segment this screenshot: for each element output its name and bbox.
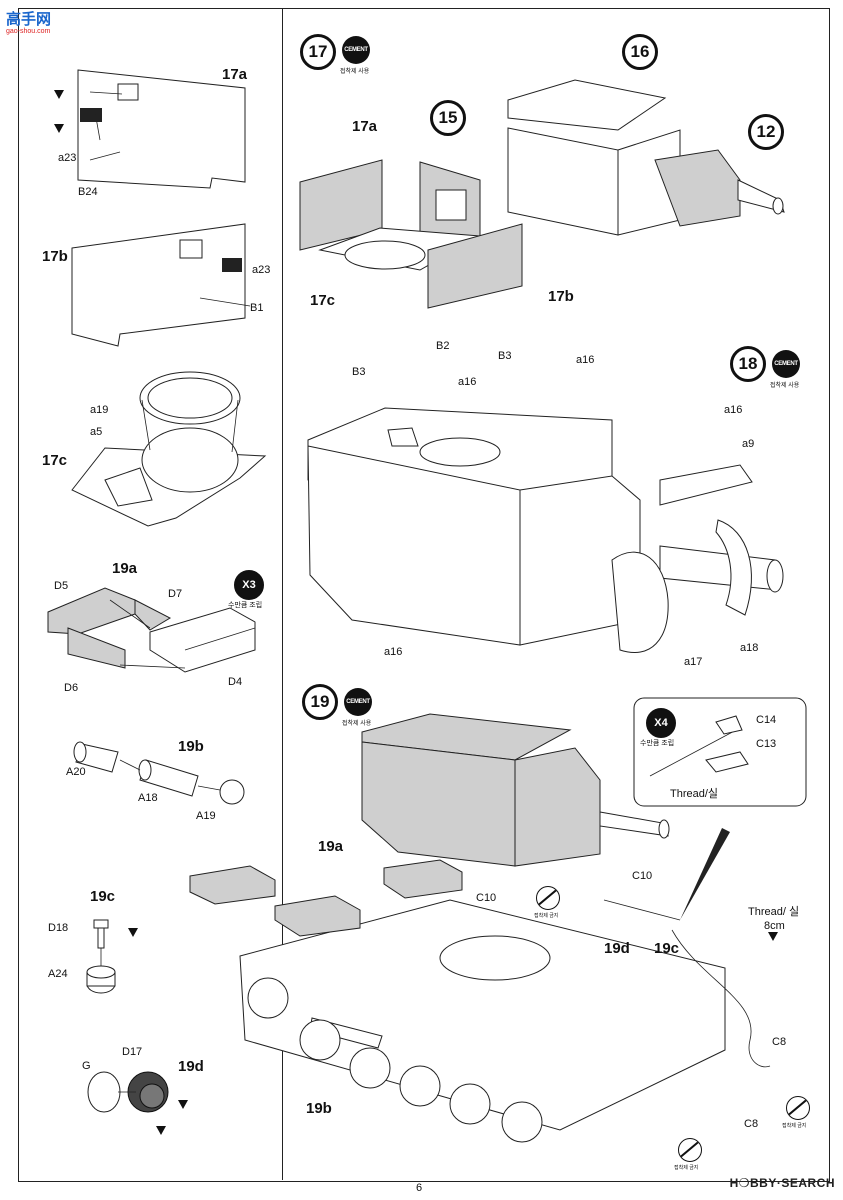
arrow-marker-2 bbox=[54, 90, 64, 99]
part-a19b: A19 bbox=[196, 810, 216, 822]
page-frame bbox=[18, 8, 830, 1182]
step-19-19d: 19d bbox=[604, 940, 630, 957]
inset-bubble bbox=[633, 697, 807, 807]
part-d18: D18 bbox=[48, 922, 69, 934]
watermark-url: gao-shou.com bbox=[6, 28, 51, 35]
part-d17: D17 bbox=[122, 1046, 143, 1058]
sub-step-16: 16 bbox=[622, 34, 658, 70]
cement-caption: 접착제 사용 bbox=[340, 69, 370, 75]
part-a16-4: a16 bbox=[384, 646, 403, 658]
part-g: G bbox=[82, 1060, 91, 1072]
part-b3-a: B3 bbox=[498, 350, 512, 362]
step-19d-label: 19d bbox=[178, 1058, 204, 1075]
hull-19 bbox=[189, 828, 771, 1143]
part-a23: a23 bbox=[58, 152, 77, 164]
step-17-number: 17 bbox=[300, 34, 336, 70]
part-c8-b: C8 bbox=[744, 1118, 759, 1130]
no-cement-caption-3: 접착제 금지 bbox=[674, 1165, 699, 1171]
part-c10-b: C10 bbox=[632, 870, 653, 882]
x3-caption: 수만큼 조립 bbox=[228, 602, 263, 609]
part-d5: D5 bbox=[54, 580, 69, 592]
step-17a-label: 17a bbox=[222, 66, 248, 83]
cement-icon-19: CEMENT bbox=[344, 688, 372, 716]
no-cement-caption-1: 접착제 금지 bbox=[534, 913, 559, 919]
plate-17b bbox=[71, 223, 251, 347]
arrow-marker-4b bbox=[768, 932, 778, 941]
arrow-marker-1 bbox=[54, 124, 64, 133]
sub-step-15: 15 bbox=[430, 100, 466, 136]
part-d7: D7 bbox=[168, 588, 183, 600]
step-19-number: 19 bbox=[302, 684, 338, 720]
part-a19: a19 bbox=[90, 404, 109, 416]
part-a16-2: a16 bbox=[458, 376, 477, 388]
cement-icon: CEMENT bbox=[342, 36, 370, 64]
watermark-logo: 高手网 bbox=[6, 11, 52, 28]
turret-panels-17 bbox=[299, 159, 523, 309]
cement-caption-18: 접착제 사용 bbox=[770, 383, 800, 389]
step-19-19c: 19c bbox=[654, 940, 680, 957]
turret-19 bbox=[361, 713, 670, 867]
no-cement-caption-2: 접착제 금지 bbox=[782, 1123, 807, 1129]
step-17-17c: 17c bbox=[310, 292, 336, 309]
step-19-19b: 19b bbox=[306, 1100, 332, 1117]
part-a5: a5 bbox=[90, 426, 103, 438]
step-19b-label: 19b bbox=[178, 738, 204, 755]
site-logo: H❍BBY·SEARCH bbox=[729, 1176, 835, 1190]
x4-badge: X4 bbox=[646, 708, 676, 738]
no-cement-icon-3 bbox=[678, 1138, 702, 1162]
part-b24: B24 bbox=[78, 186, 98, 198]
arrow-marker-6 bbox=[178, 1100, 188, 1109]
no-cement-icon-1 bbox=[536, 886, 560, 910]
part-a24: A24 bbox=[48, 968, 68, 980]
part-d4: D4 bbox=[228, 676, 243, 688]
step-17-17a: 17a bbox=[352, 118, 378, 135]
part-c8-a: C8 bbox=[772, 1036, 787, 1048]
part-b1: B1 bbox=[250, 302, 264, 314]
step-17c-label: 17c bbox=[42, 452, 68, 469]
step-18-number: 18 bbox=[730, 346, 766, 382]
stowage-box-19a bbox=[47, 587, 256, 673]
part-a18: A18 bbox=[138, 792, 158, 804]
part-a9: a9 bbox=[742, 438, 755, 450]
inset-thread-label: Thread/실 bbox=[670, 788, 719, 800]
step-17b-label: 17b bbox=[42, 248, 68, 265]
no-cement-icon-2 bbox=[786, 1096, 810, 1120]
turret-assembly-17 bbox=[507, 79, 785, 236]
part-b3-b: B3 bbox=[352, 366, 366, 378]
cement-caption-19: 접착제 사용 bbox=[342, 721, 372, 727]
part-a20: A20 bbox=[66, 766, 86, 778]
step-17-17b: 17b bbox=[548, 288, 574, 305]
x4-caption: 수만큼 조립 bbox=[640, 740, 675, 747]
step-19c-label: 19c bbox=[90, 888, 116, 905]
bolt-19c bbox=[86, 919, 116, 994]
headlight-19d bbox=[87, 1071, 169, 1113]
part-a16-3: a16 bbox=[724, 404, 743, 416]
cement-icon-18: CEMENT bbox=[772, 350, 800, 378]
part-a23-b: a23 bbox=[252, 264, 271, 276]
thread-length: 8cm bbox=[764, 920, 785, 932]
part-a16-1: a16 bbox=[576, 354, 595, 366]
sub-step-12: 12 bbox=[748, 114, 784, 150]
step-19a-label: 19a bbox=[112, 560, 138, 577]
arrow-marker-5 bbox=[156, 1126, 166, 1135]
part-c10-a: C10 bbox=[476, 892, 497, 904]
x3-badge: X3 bbox=[234, 570, 264, 600]
turret-18 bbox=[307, 407, 784, 653]
thread-label: Thread/ 실 bbox=[748, 906, 800, 918]
step-19-19a: 19a bbox=[318, 838, 344, 855]
part-c14: C14 bbox=[756, 714, 777, 726]
column-divider bbox=[282, 8, 283, 1180]
part-a17: a17 bbox=[684, 656, 703, 668]
plate-17a bbox=[77, 69, 246, 189]
part-c13: C13 bbox=[756, 738, 777, 750]
floor-17c bbox=[71, 371, 267, 527]
page-number: 6 bbox=[416, 1182, 423, 1194]
cylinder-parts-19b bbox=[73, 741, 245, 805]
part-d6: D6 bbox=[64, 682, 79, 694]
arrow-marker-4 bbox=[128, 928, 138, 937]
part-a18-18: a18 bbox=[740, 642, 759, 654]
part-b2: B2 bbox=[436, 340, 450, 352]
